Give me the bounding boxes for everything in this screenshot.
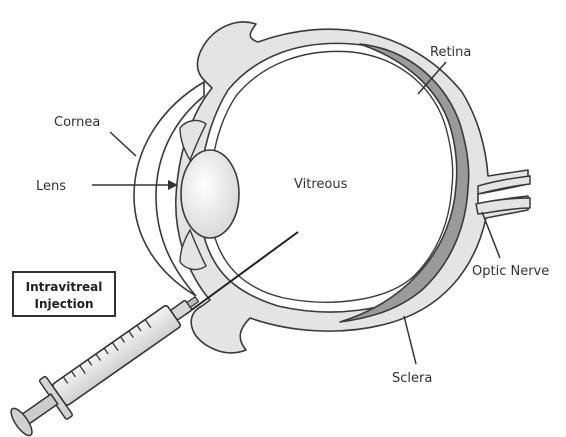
label-cornea: Cornea bbox=[54, 115, 100, 130]
label-injection-line2: Injection bbox=[34, 297, 93, 311]
sclera-leader bbox=[404, 316, 416, 364]
cornea-leader bbox=[110, 132, 136, 156]
lens bbox=[181, 150, 239, 238]
optic-nerve-leader bbox=[482, 212, 500, 258]
label-vitreous: Vitreous bbox=[294, 177, 348, 192]
label-sclera: Sclera bbox=[392, 371, 432, 386]
label-optic-nerve: Optic Nerve bbox=[472, 264, 549, 279]
label-retina: Retina bbox=[430, 45, 471, 60]
label-lens: Lens bbox=[36, 179, 66, 194]
label-injection-line1: Intravitreal bbox=[26, 280, 103, 294]
syringe-barrel bbox=[52, 305, 182, 407]
